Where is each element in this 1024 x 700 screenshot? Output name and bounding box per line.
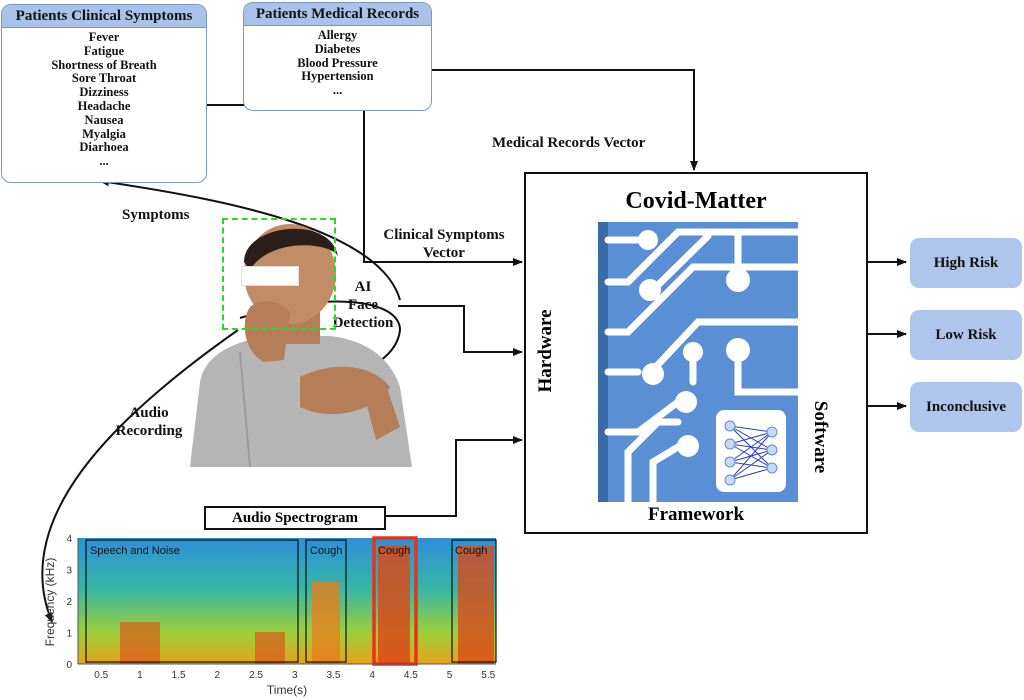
symptom-item: Fatigue bbox=[83, 43, 125, 58]
clinical-symptoms-list: Fever Fatigue Shortness of Breath Sore T… bbox=[2, 28, 206, 169]
record-item: Allergy bbox=[317, 28, 358, 42]
x-tick-label: 2.5 bbox=[249, 670, 263, 681]
records-connector bbox=[430, 69, 698, 171]
x-tick-label: 2 bbox=[215, 670, 221, 681]
circuit-chip-icon bbox=[598, 222, 798, 502]
low-risk-output: Low Risk bbox=[910, 310, 1022, 360]
symptom-item: ... bbox=[99, 154, 109, 169]
framework-title: Covid-Matter bbox=[625, 188, 767, 214]
x-tick-label: 5 bbox=[447, 670, 453, 681]
y-tick-label: 0 bbox=[66, 660, 72, 671]
symptoms-curve-top bbox=[99, 178, 401, 301]
face-privacy-bar bbox=[241, 266, 299, 286]
clinical-symptoms-vector-line1: Clinical Symptoms bbox=[383, 227, 505, 243]
high-risk-output: High Risk bbox=[910, 238, 1022, 288]
x-tick-label: 5.5 bbox=[481, 670, 495, 681]
x-tick-label: 4.5 bbox=[404, 670, 418, 681]
hardware-label: Hardware bbox=[535, 309, 556, 393]
ai-line3: Detection bbox=[332, 315, 394, 331]
face-connector bbox=[398, 305, 523, 356]
segment-label: Cough bbox=[310, 545, 342, 557]
clinical-symptoms-vector-label: Clinical Symptoms Vector bbox=[366, 226, 522, 262]
audio-line1: Audio bbox=[129, 405, 169, 421]
symptom-item: Sore Throat bbox=[71, 71, 137, 86]
segment-label: Speech and Noise bbox=[90, 545, 180, 557]
symptom-item: Headache bbox=[77, 98, 131, 113]
y-tick-label: 1 bbox=[66, 629, 72, 640]
x-tick-label: 0.5 bbox=[94, 670, 108, 681]
symptom-item: Diarhoea bbox=[79, 140, 129, 155]
symptom-item: Nausea bbox=[84, 112, 124, 127]
inconclusive-output: Inconclusive bbox=[910, 382, 1022, 432]
x-tick-label: 4 bbox=[369, 670, 375, 681]
ai-line2: Face bbox=[348, 297, 378, 313]
x-axis-label: Time(s) bbox=[267, 683, 307, 697]
audio-curve bbox=[41, 329, 239, 623]
ai-face-detection-label: AI Face Detection bbox=[318, 278, 408, 332]
x-tick-label: 3 bbox=[292, 670, 298, 681]
segment-label: Cough bbox=[455, 545, 487, 557]
medical-records-vector-label: Medical Records Vector bbox=[492, 135, 646, 151]
audio-recording-label: Audio Recording bbox=[104, 404, 194, 440]
y-tick-label: 4 bbox=[66, 534, 72, 545]
clinical-symptoms-card: Patients Clinical Symptoms Fever Fatigue… bbox=[1, 4, 207, 183]
symptom-item: Dizziness bbox=[79, 85, 129, 100]
x-tick-label: 1.5 bbox=[172, 670, 186, 681]
symptom-item: Myalgia bbox=[82, 126, 126, 141]
clinical-symptoms-title: Patients Clinical Symptoms bbox=[2, 5, 206, 28]
segment-label: Cough bbox=[378, 545, 410, 557]
software-label: Software bbox=[810, 400, 831, 474]
medical-records-title: Patients Medical Records bbox=[244, 3, 431, 26]
audio-connector bbox=[382, 436, 523, 517]
record-item: ... bbox=[332, 83, 343, 98]
y-tick-label: 2 bbox=[66, 597, 72, 608]
x-tick-label: 3.5 bbox=[326, 670, 340, 681]
audio-spectrogram-label: Audio Spectrogram bbox=[204, 506, 386, 530]
medical-records-card: Patients Medical Records Allergy Diabete… bbox=[243, 2, 432, 111]
audio-line2: Recording bbox=[115, 423, 183, 439]
symptom-item: Fever bbox=[88, 30, 120, 44]
symptom-item: Shortness of Breath bbox=[51, 57, 157, 72]
y-axis-label: Frequency (kHz) bbox=[43, 558, 57, 647]
face-detection-box bbox=[222, 218, 336, 330]
y-tick-label: 3 bbox=[66, 566, 72, 577]
symptoms-label: Symptoms bbox=[122, 207, 190, 223]
coughing-person-image bbox=[190, 224, 412, 468]
ai-line1: AI bbox=[354, 279, 372, 295]
medical-records-list: Allergy Diabetes Blood Pressure Hyperten… bbox=[244, 26, 431, 98]
covid-matter-framework: Covid-Matter Framework Hardware Software bbox=[524, 172, 868, 534]
record-item: Diabetes bbox=[314, 41, 361, 56]
framework-bottom-label: Framework bbox=[647, 504, 745, 525]
x-tick-label: 1 bbox=[137, 670, 143, 681]
record-item: Blood Pressure bbox=[297, 55, 378, 70]
clinical-symptoms-vector-line2: Vector bbox=[423, 245, 465, 261]
record-item: Hypertension bbox=[301, 69, 374, 84]
